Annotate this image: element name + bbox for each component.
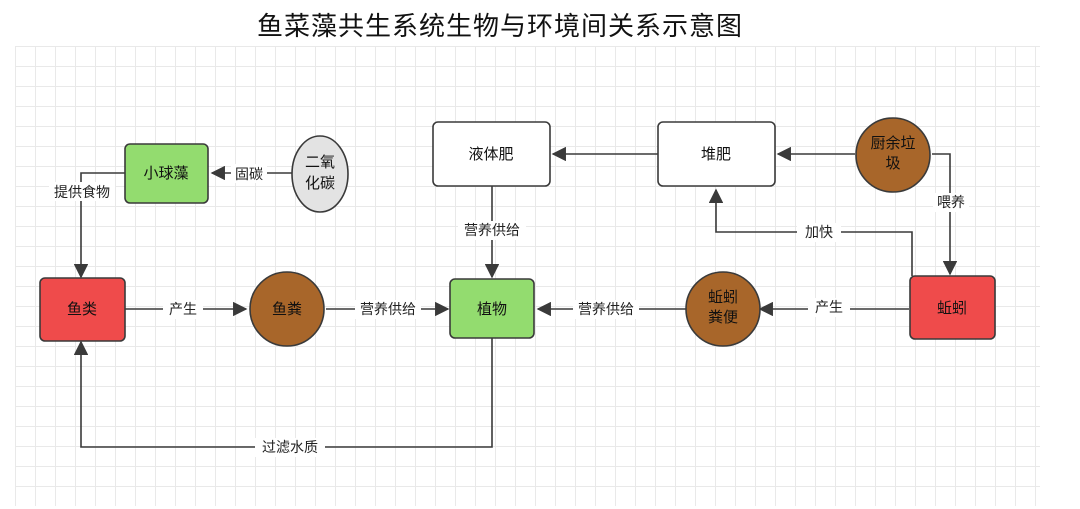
edge-label-worm-produce: 产生 bbox=[815, 300, 843, 316]
edge-label-fish-produce: 产生 bbox=[169, 302, 197, 318]
node-algae[interactable] bbox=[124, 143, 209, 204]
diagram-title: 鱼菜藻共生系统生物与环境间关系示意图 bbox=[256, 12, 743, 42]
node-co2[interactable] bbox=[291, 135, 349, 213]
node-worm-waste-label-line1: 蚯蚓 bbox=[708, 288, 738, 306]
node-kitchen-waste-label-line2: 圾 bbox=[885, 154, 900, 172]
edge-label-waste-nutrition: 营养供给 bbox=[360, 302, 416, 318]
node-fish-waste-label: 鱼粪 bbox=[272, 300, 302, 318]
node-fish[interactable] bbox=[39, 277, 126, 342]
node-algae-label: 小球藻 bbox=[143, 164, 188, 182]
node-plant[interactable] bbox=[449, 278, 535, 339]
node-fish-waste[interactable] bbox=[249, 271, 325, 347]
node-fish-label: 鱼类 bbox=[67, 300, 97, 318]
node-compost-label: 堆肥 bbox=[701, 145, 731, 163]
edge-kitchen-to-worm bbox=[932, 153, 958, 276]
edge-plant-to-fish bbox=[73, 338, 493, 448]
edge-algae-to-fish bbox=[73, 172, 125, 279]
edge-label-liquid-nutrition: 营养供给 bbox=[464, 223, 520, 239]
node-co2-label-line1: 二氧 bbox=[305, 153, 335, 171]
edge-label-fix-carbon: 固碳 bbox=[235, 167, 263, 183]
node-kitchen-waste-label-line1: 厨余垃 bbox=[870, 134, 915, 152]
node-kitchen-waste[interactable] bbox=[855, 117, 931, 193]
node-worm-waste[interactable] bbox=[685, 271, 761, 347]
node-worm[interactable] bbox=[909, 275, 996, 340]
edge-label-filter-water: 过滤水质 bbox=[262, 440, 318, 456]
node-liquid-fertilizer[interactable] bbox=[432, 121, 551, 187]
edge-label-provide-food: 提供食物 bbox=[54, 184, 110, 201]
node-liquid-fertilizer-label: 液体肥 bbox=[468, 145, 513, 163]
node-plant-label: 植物 bbox=[477, 300, 507, 318]
node-co2-label-line2: 化碳 bbox=[305, 174, 335, 192]
edge-label-feed: 喂养 bbox=[937, 195, 965, 211]
node-worm-waste-label-line2: 粪便 bbox=[708, 308, 738, 326]
edge-label-wormwaste-nutrition: 营养供给 bbox=[578, 302, 634, 318]
edge-label-speed-up: 加快 bbox=[805, 225, 833, 241]
node-compost[interactable] bbox=[657, 121, 776, 187]
node-worm-label: 蚯蚓 bbox=[937, 299, 967, 317]
